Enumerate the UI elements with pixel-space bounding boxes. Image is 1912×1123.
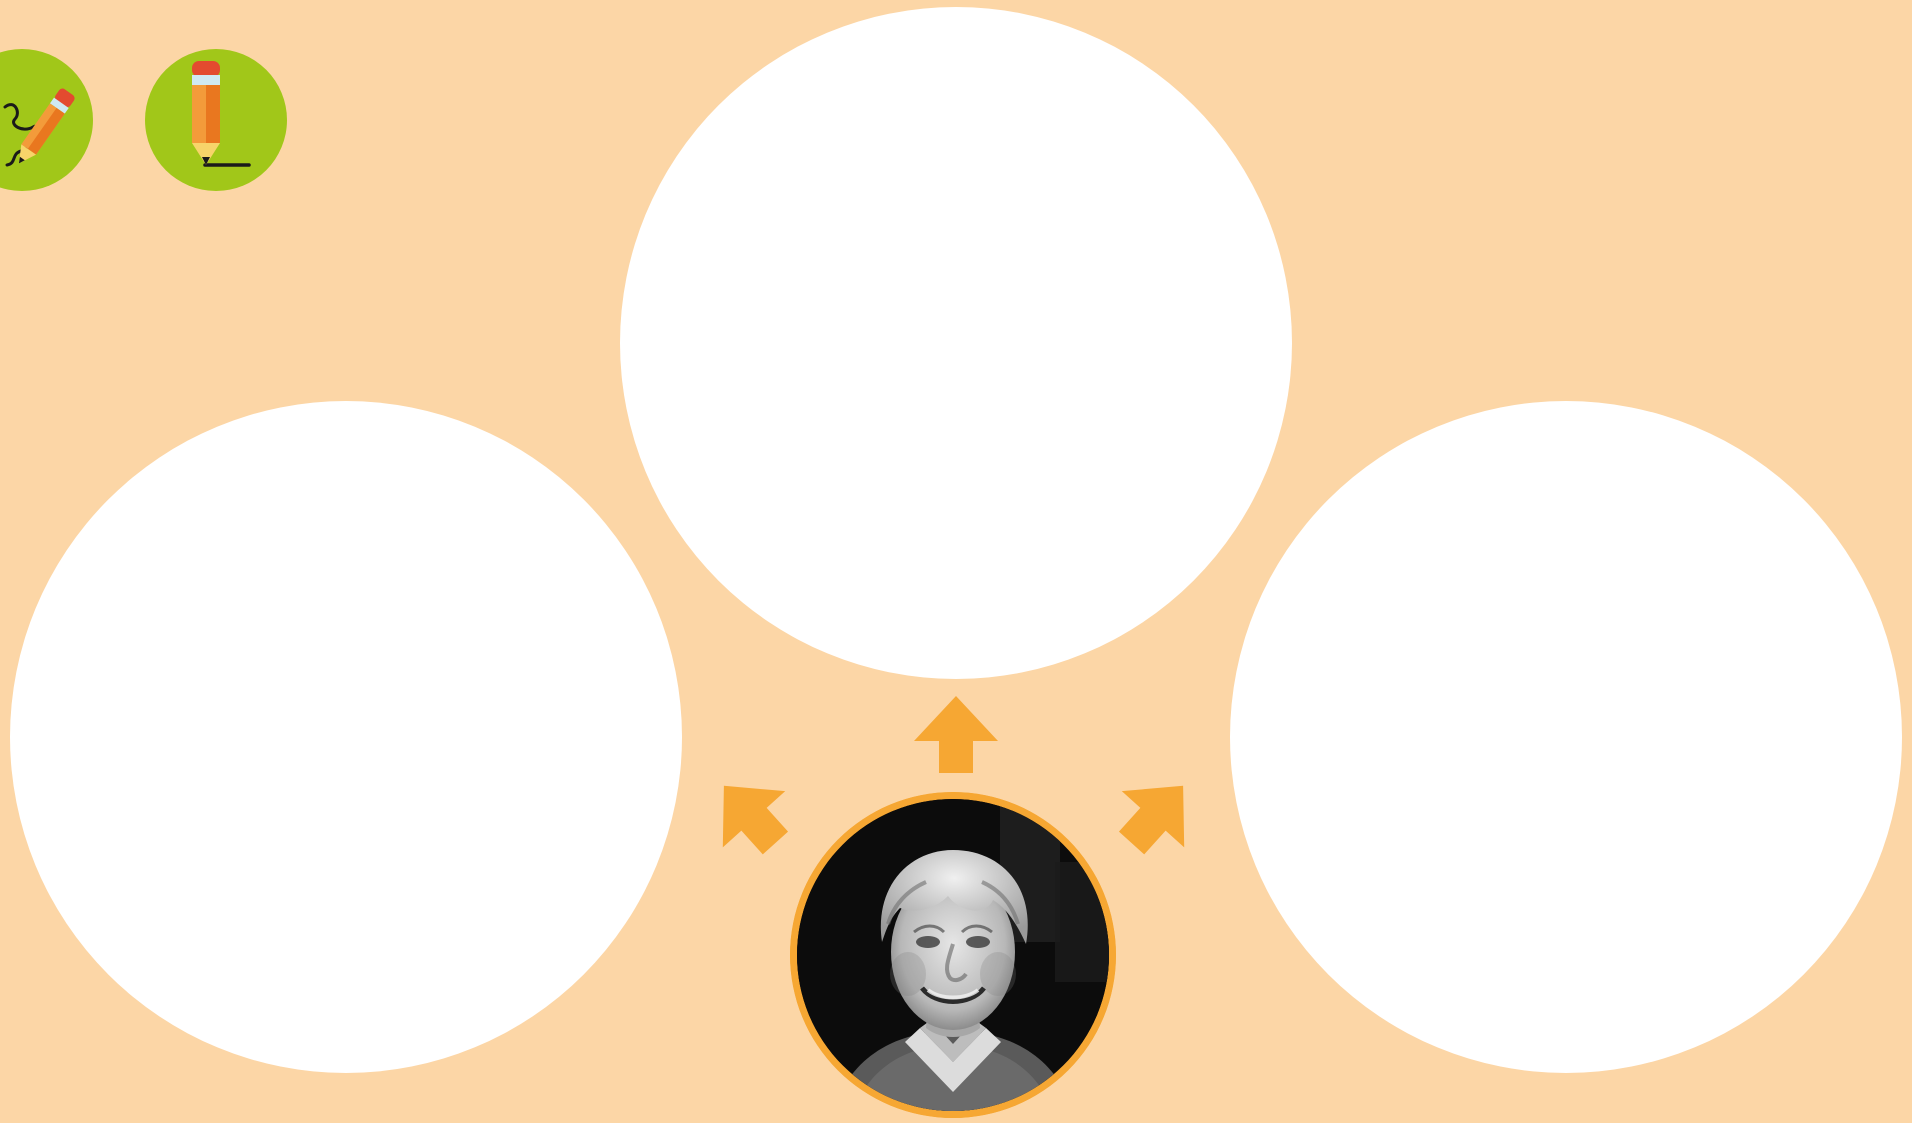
pencil-line-icon [145,49,287,191]
answer-circle-right[interactable] [1230,401,1902,1073]
freehand-draw-button[interactable] [0,49,93,191]
pencil-freehand-icon [0,49,93,191]
answer-circle-left[interactable] [10,401,682,1073]
answer-circle-top[interactable] [620,7,1292,679]
arrow-up-icon [911,693,1001,783]
portrait-photo [790,792,1116,1118]
central-portrait [790,792,1116,1118]
line-draw-button[interactable] [145,49,287,191]
